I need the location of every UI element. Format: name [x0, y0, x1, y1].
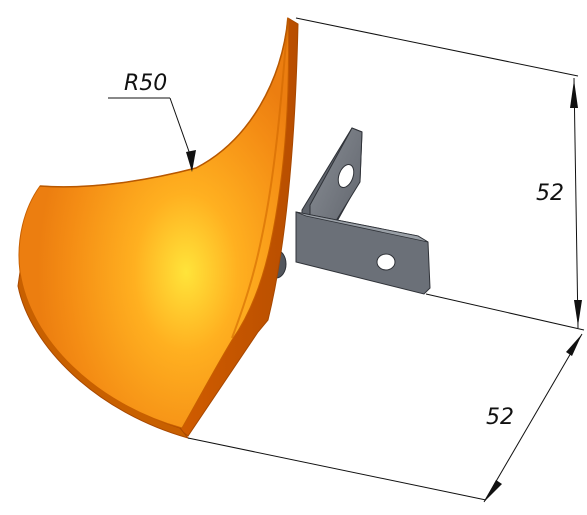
depth-dimension: 52: [187, 333, 583, 503]
orange-part: [17, 17, 299, 439]
height-label: 52: [536, 181, 564, 206]
radius-label: R50: [124, 71, 167, 96]
part-inner-ridge: [231, 17, 289, 339]
bracket: [265, 127, 431, 295]
bracket-upper-hole: [337, 163, 355, 189]
height-dimension: 52: [295, 17, 585, 331]
bracket-horizontal-plate: [295, 211, 431, 295]
height-arrow-top: [570, 80, 578, 108]
height-ext-bottom: [425, 293, 585, 331]
height-arrow-bottom: [574, 300, 582, 326]
radius-arrowhead: [186, 150, 196, 172]
radius-annotation: R50: [108, 71, 196, 172]
depth-arrow-top: [566, 334, 582, 356]
height-dim-line: [573, 77, 579, 329]
depth-label: 52: [486, 405, 514, 430]
depth-arrow-bottom: [484, 480, 502, 502]
radius-leader-diagonal: [169, 97, 193, 161]
part-top-edge: [39, 17, 289, 188]
bracket-horizontal-plate-top: [295, 211, 429, 243]
bracket-lower-hole: [376, 253, 396, 271]
depth-dim-line: [483, 333, 583, 503]
depth-ext-bottom: [187, 437, 487, 501]
height-ext-top: [295, 17, 579, 77]
